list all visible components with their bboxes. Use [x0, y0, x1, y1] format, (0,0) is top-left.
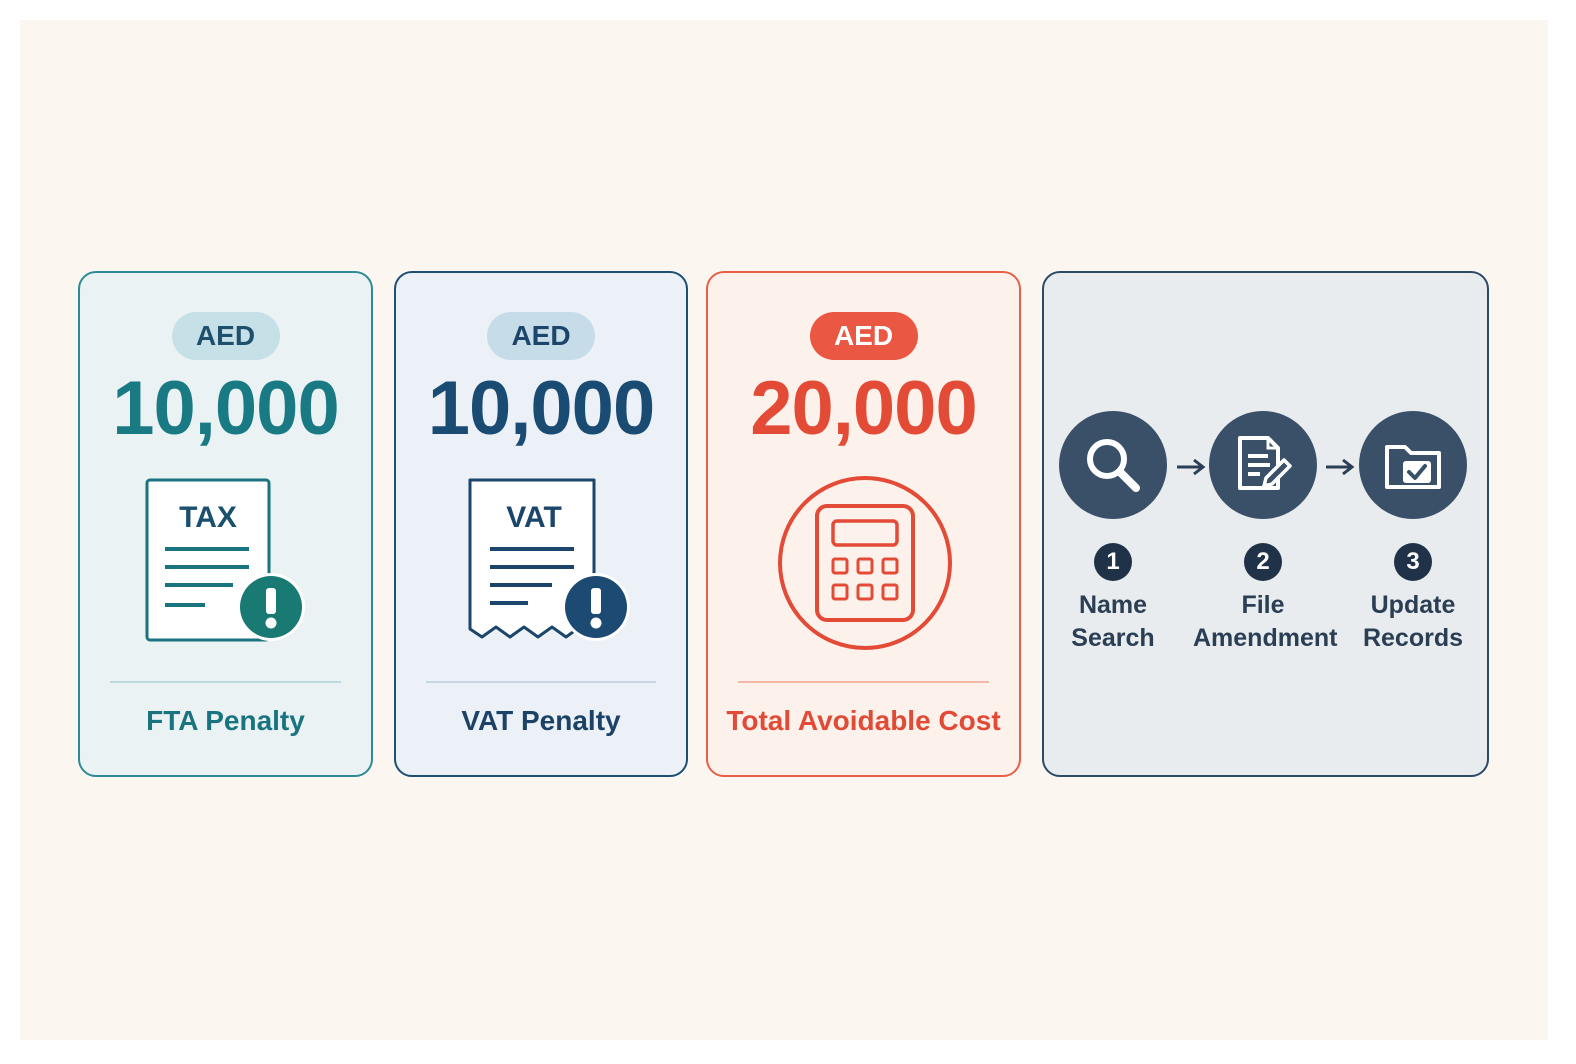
card-divider [110, 681, 341, 683]
step-label-line: Amendment [1193, 624, 1338, 652]
vat-receipt-alert-icon: VAT [468, 477, 632, 650]
steps-card: 1 Name Search 2 File Amendment [1042, 271, 1489, 777]
total-cost-card: AED 20,000 Total Avoidable Cost [706, 271, 1021, 777]
fta-penalty-card: AED 10,000 TAX FTA Penalty [78, 271, 373, 777]
amount-value: 10,000 [427, 366, 655, 451]
currency-pill: AED [171, 312, 280, 360]
card-divider [738, 681, 989, 683]
card-caption: VAT Penalty [461, 705, 621, 736]
step-label-line: Update [1370, 591, 1456, 619]
card-divider [426, 681, 656, 683]
step-label: Update Records [1343, 589, 1483, 655]
tax-document-alert-icon: TAX [145, 477, 309, 650]
amount-value: 10,000 [112, 366, 339, 451]
arrow-right-icon [1174, 456, 1208, 483]
folder-check-icon [1385, 445, 1441, 489]
step-name-search: 1 Name Search [1043, 411, 1183, 655]
document-edit-icon [1238, 436, 1292, 490]
step-label-line: File [1241, 591, 1285, 619]
search-icon [1087, 439, 1140, 492]
doc-label: VAT [506, 501, 562, 534]
step-update-records: 3 Update Records [1343, 411, 1483, 655]
step-number-badge: 2 [1244, 543, 1282, 581]
step-icon-circle [1209, 411, 1317, 519]
card-caption: FTA Penalty [146, 705, 305, 736]
step-icon-circle [1059, 411, 1167, 519]
arrow-right-icon [1323, 456, 1357, 483]
step-label-line: Name [1078, 591, 1148, 619]
step-label: Name Search [1043, 589, 1183, 655]
step-label-line: Search [1071, 624, 1155, 652]
step-number-badge: 1 [1094, 543, 1132, 581]
step-icon-circle [1359, 411, 1467, 519]
calculator-icon [775, 471, 955, 660]
step-number-badge: 3 [1394, 543, 1432, 581]
step-file-amendment: 2 File Amendment [1193, 411, 1338, 655]
currency-pill: AED [487, 312, 595, 360]
vat-penalty-card: AED 10,000 VAT VAT Penalty [394, 271, 688, 777]
card-caption: Total Avoidable Cost [726, 705, 1001, 736]
step-label-line: Records [1362, 624, 1464, 652]
amount-value: 20,000 [750, 366, 977, 451]
currency-pill: AED [809, 312, 918, 360]
doc-label: TAX [179, 501, 237, 534]
step-label: File Amendment [1193, 589, 1338, 655]
